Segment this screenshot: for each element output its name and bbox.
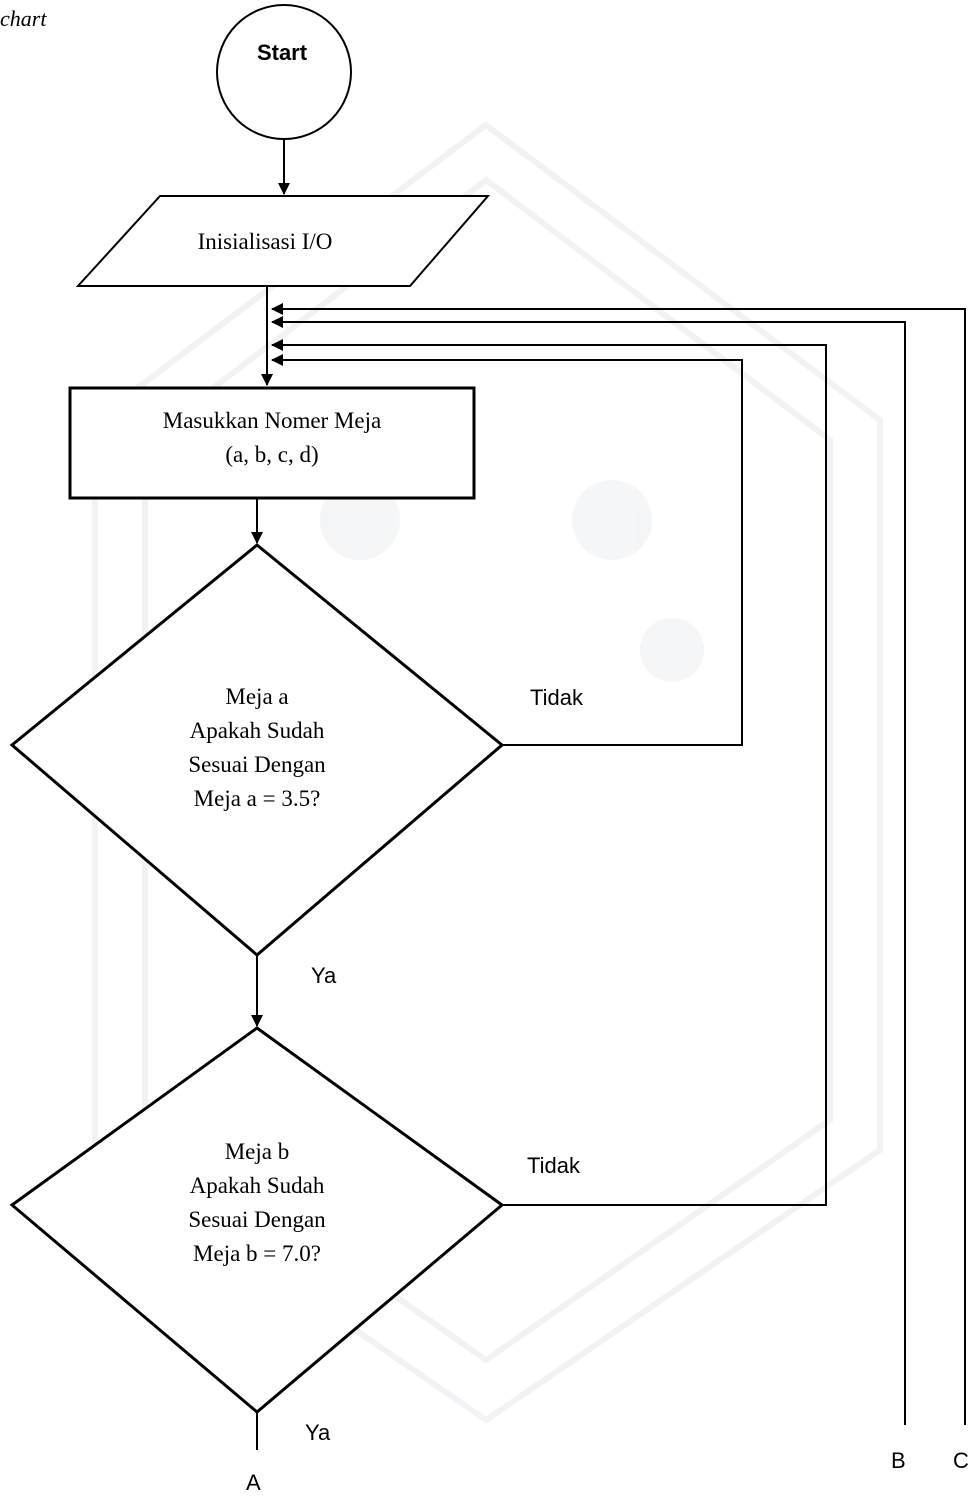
init-label: Inisialisasi I/O — [197, 229, 333, 254]
decision-a-line2: Apakah Sudah — [189, 718, 325, 743]
edge-decision-a-no-loop — [271, 354, 743, 746]
init-io-parallelogram — [75, 195, 491, 287]
edge-decision-b-no-loop — [271, 339, 827, 1206]
edge-label-yes-b: Ya — [305, 1420, 331, 1445]
connector-b-label: B — [891, 1448, 906, 1473]
edge-label-yes-a: Ya — [311, 963, 337, 988]
edge-connector-c-loop — [271, 303, 966, 1425]
connector-c-label: C — [953, 1448, 969, 1473]
decision-b-line4: Meja b = 7.0? — [193, 1241, 321, 1266]
start-terminator — [216, 4, 352, 140]
edge-label-no-a: Tidak — [530, 685, 583, 710]
connector-a-label: A — [246, 1470, 261, 1495]
edge-label-no-b: Tidak — [527, 1153, 580, 1178]
input-label-line2: (a, b, c, d) — [225, 442, 319, 467]
start-label: Start — [256, 40, 308, 65]
decision-b-line3: Sesuai Dengan — [188, 1207, 326, 1232]
decision-a-line3: Sesuai Dengan — [188, 752, 326, 777]
decision-b-line2: Apakah Sudah — [189, 1173, 325, 1198]
input-process-box — [68, 386, 476, 500]
decision-a-line4: Meja a = 3.5? — [193, 786, 321, 811]
decision-a-line1: Meja a — [225, 684, 289, 709]
edge-connector-b-loop — [271, 316, 906, 1425]
decision-b-line1: Meja b — [224, 1139, 290, 1164]
input-label-line1: Masukkan Nomer Meja — [162, 408, 382, 433]
page-fragment-text: chart — [0, 6, 47, 31]
decision-a-diamond — [9, 543, 505, 957]
